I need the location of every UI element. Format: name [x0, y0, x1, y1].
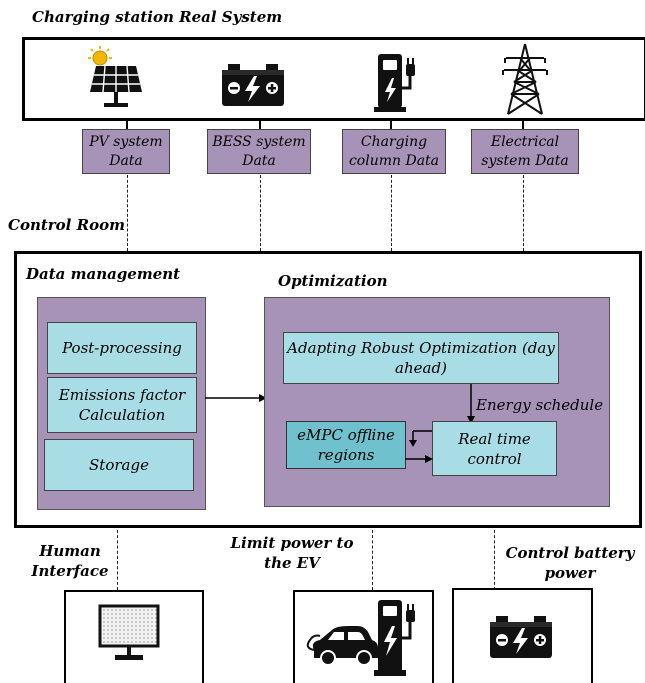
control-battery-power-label: Control battery power [500, 543, 640, 583]
label-line: column Data [348, 152, 440, 169]
rtc-label-line: Real time [458, 429, 531, 448]
label-line: Limit power to [230, 534, 354, 552]
connector [259, 121, 261, 129]
battery-icon [490, 616, 552, 658]
post-processing-box: Post-processing [47, 322, 197, 374]
aro-label-line: ahead) [395, 359, 447, 377]
label-line: Charging [360, 133, 428, 150]
empc-label-line: regions [317, 446, 375, 464]
label-line: the EV [264, 554, 320, 572]
bess-system-data-label: BESS system Data [207, 129, 311, 174]
connector [522, 121, 524, 129]
data-management-title: Data management [26, 265, 181, 283]
post-processing-label: Post-processing [62, 339, 182, 357]
limit-power-ev-label: Limit power to the EV [222, 533, 362, 573]
charging-column-icon [374, 54, 415, 112]
aro-label-line: Adapting Robust Optimization (day [287, 339, 555, 357]
emissions-label-line: Emissions factor [58, 386, 186, 404]
dashed-connector [260, 175, 261, 251]
label-line: PV system [89, 133, 163, 150]
empc-offline-regions-box: eMPC offline regions [286, 421, 406, 469]
schedule-arrow [467, 384, 475, 424]
label-line: Data [242, 152, 276, 169]
storage-box: Storage [44, 439, 194, 491]
solar-panel-icon [88, 46, 142, 107]
label-line: power [544, 564, 596, 582]
ev-charging-icon [306, 600, 415, 676]
storage-label: Storage [89, 456, 149, 474]
label-line: Data [109, 152, 143, 169]
dashed-connector [117, 530, 118, 590]
control-room-title: Control Room [8, 216, 125, 234]
dashed-connector [523, 175, 524, 251]
monitor-icon [98, 604, 160, 660]
human-interface-label: Human Interface [28, 541, 112, 581]
flow-arrow [205, 394, 267, 402]
label-line: system Data [481, 152, 569, 169]
label-line: Interface [31, 562, 109, 580]
charging-column-data-label: Charging column Data [342, 129, 446, 174]
emissions-label-line: Calculation [78, 406, 166, 424]
power-tower-icon [502, 43, 548, 115]
rtc-label-line: control [467, 449, 522, 468]
empc-rtc-arrows [405, 430, 433, 463]
electrical-system-data-label: Electrical system Data [471, 129, 579, 174]
label-line: Human [39, 542, 101, 560]
connector [126, 121, 128, 129]
battery-icon [222, 64, 284, 106]
robust-optimization-box: Adapting Robust Optimization (day ahead) [283, 332, 559, 384]
dashed-connector [391, 175, 392, 251]
optimization-title: Optimization [278, 272, 388, 290]
real-time-control-box: Real time control [432, 421, 557, 476]
empc-label-line: eMPC offline [297, 426, 395, 444]
dashed-connector [494, 530, 495, 590]
system-title: Charging station Real System [32, 8, 283, 26]
dashed-connector [372, 530, 373, 590]
dashed-connector [127, 175, 128, 251]
pv-system-data-label: PV system Data [82, 129, 170, 174]
connector [390, 121, 392, 129]
label-line: Electrical [490, 133, 560, 150]
energy-schedule-label: Energy schedule [476, 396, 604, 414]
label-line: Control battery [505, 544, 635, 562]
label-line: BESS system [212, 133, 306, 150]
emissions-factor-box: Emissions factor Calculation [47, 377, 197, 433]
